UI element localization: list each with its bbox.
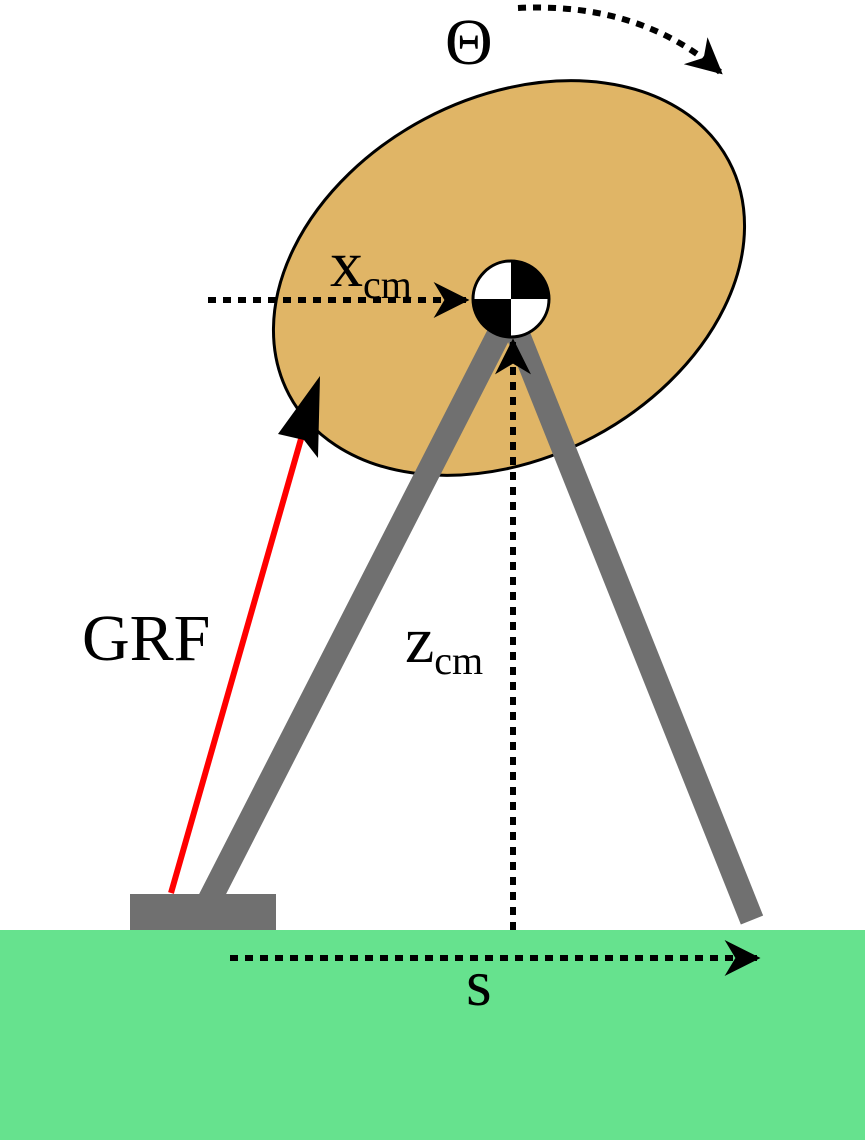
stance-leg xyxy=(196,316,516,911)
xcm-label: xcm xyxy=(330,228,412,307)
swing-leg xyxy=(501,317,764,925)
ground xyxy=(0,930,865,1140)
theta-label: Θ xyxy=(445,6,493,79)
theta-arrow xyxy=(517,4,723,75)
zcm-label: zcm xyxy=(405,604,483,683)
grf-arrow xyxy=(168,424,308,894)
s-label: s xyxy=(466,947,492,1020)
grf-arrowhead xyxy=(278,376,320,458)
grf-label: GRF xyxy=(82,602,210,675)
center-of-mass-icon xyxy=(471,259,551,339)
foot xyxy=(130,894,276,930)
